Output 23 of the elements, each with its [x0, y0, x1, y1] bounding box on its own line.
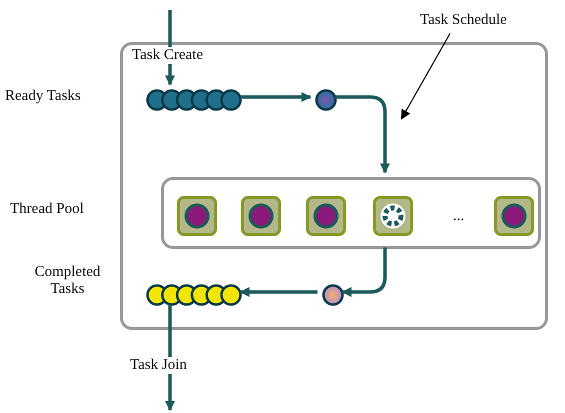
- edge-label: Task Create: [130, 47, 206, 64]
- task-queue: [146, 284, 242, 306]
- thread-box: [373, 196, 413, 236]
- thread-pool-box: [161, 177, 541, 249]
- ellipsis: ...: [453, 208, 464, 226]
- thread-box: [241, 196, 281, 236]
- thread-box: [177, 196, 217, 236]
- annotation-label: Task Schedule: [420, 12, 530, 32]
- leader-line: [401, 33, 451, 120]
- edge-label: Task Join: [128, 357, 189, 374]
- row-label: Ready Tasks: [5, 88, 81, 106]
- task-queue: [146, 89, 242, 111]
- thread-box: [494, 196, 534, 236]
- task-circle: [315, 89, 337, 111]
- thread-box: [306, 196, 346, 236]
- task-circle: [322, 284, 344, 306]
- container-box: [120, 42, 548, 330]
- arrow: [336, 95, 390, 174]
- row-label: Completed Tasks: [34, 264, 102, 298]
- arrow: [240, 287, 318, 297]
- arrow: [240, 92, 312, 102]
- arrow: [342, 248, 387, 297]
- row-label: Thread Pool: [10, 201, 84, 218]
